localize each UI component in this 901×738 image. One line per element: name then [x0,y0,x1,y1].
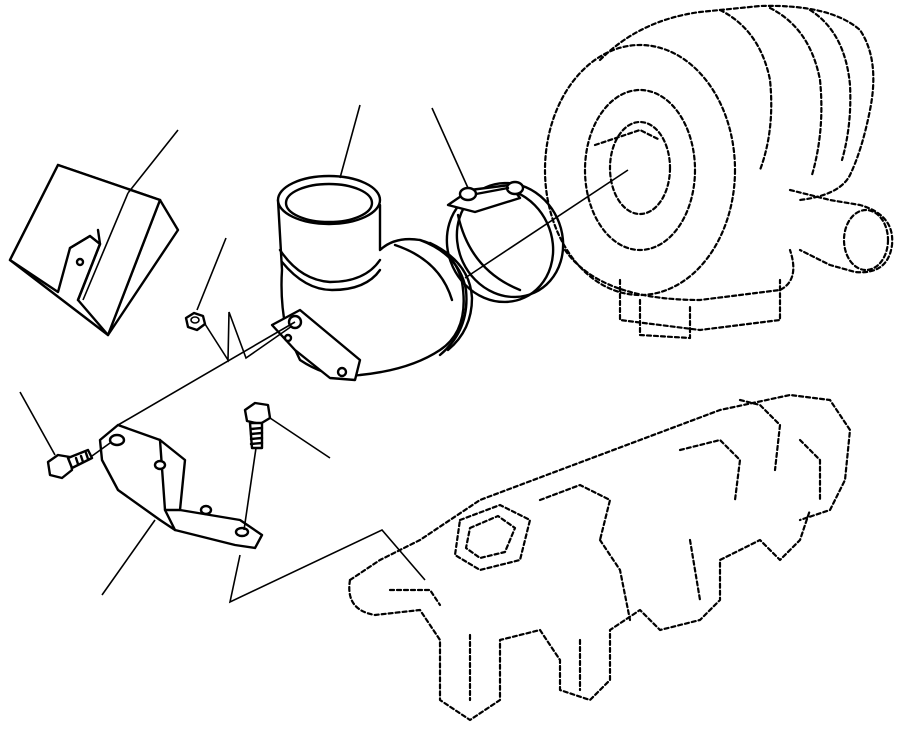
turbocharger-outline [543,4,894,340]
leader-clamp-axis [464,169,629,279]
exhaust-manifold-outline [348,393,852,722]
leader-flange-bolt-axis [91,442,111,457]
leader-bolt-axis [243,447,257,531]
leader-nut-stud [204,311,293,363]
leader-heat-shield-2 [82,192,129,301]
clamp-part [445,180,565,304]
bracket-part [98,423,264,550]
heat-shield-part [8,163,180,337]
leader-nut [196,237,227,311]
leader-heat-shield [127,129,179,194]
leader-clamp [431,107,469,189]
leader-bolt [269,417,331,459]
flange-bolt-part [46,448,94,480]
leader-flange-bolt [19,391,56,456]
nut-part [184,311,207,332]
leader-elbow-pipe [339,104,361,179]
leader-bracket-pipe [117,321,296,426]
bolt-part [243,401,272,450]
elbow-pipe-part [270,174,474,382]
leader-lines [19,104,629,604]
leader-bracket-group [228,529,426,604]
leader-bracket [101,519,156,596]
